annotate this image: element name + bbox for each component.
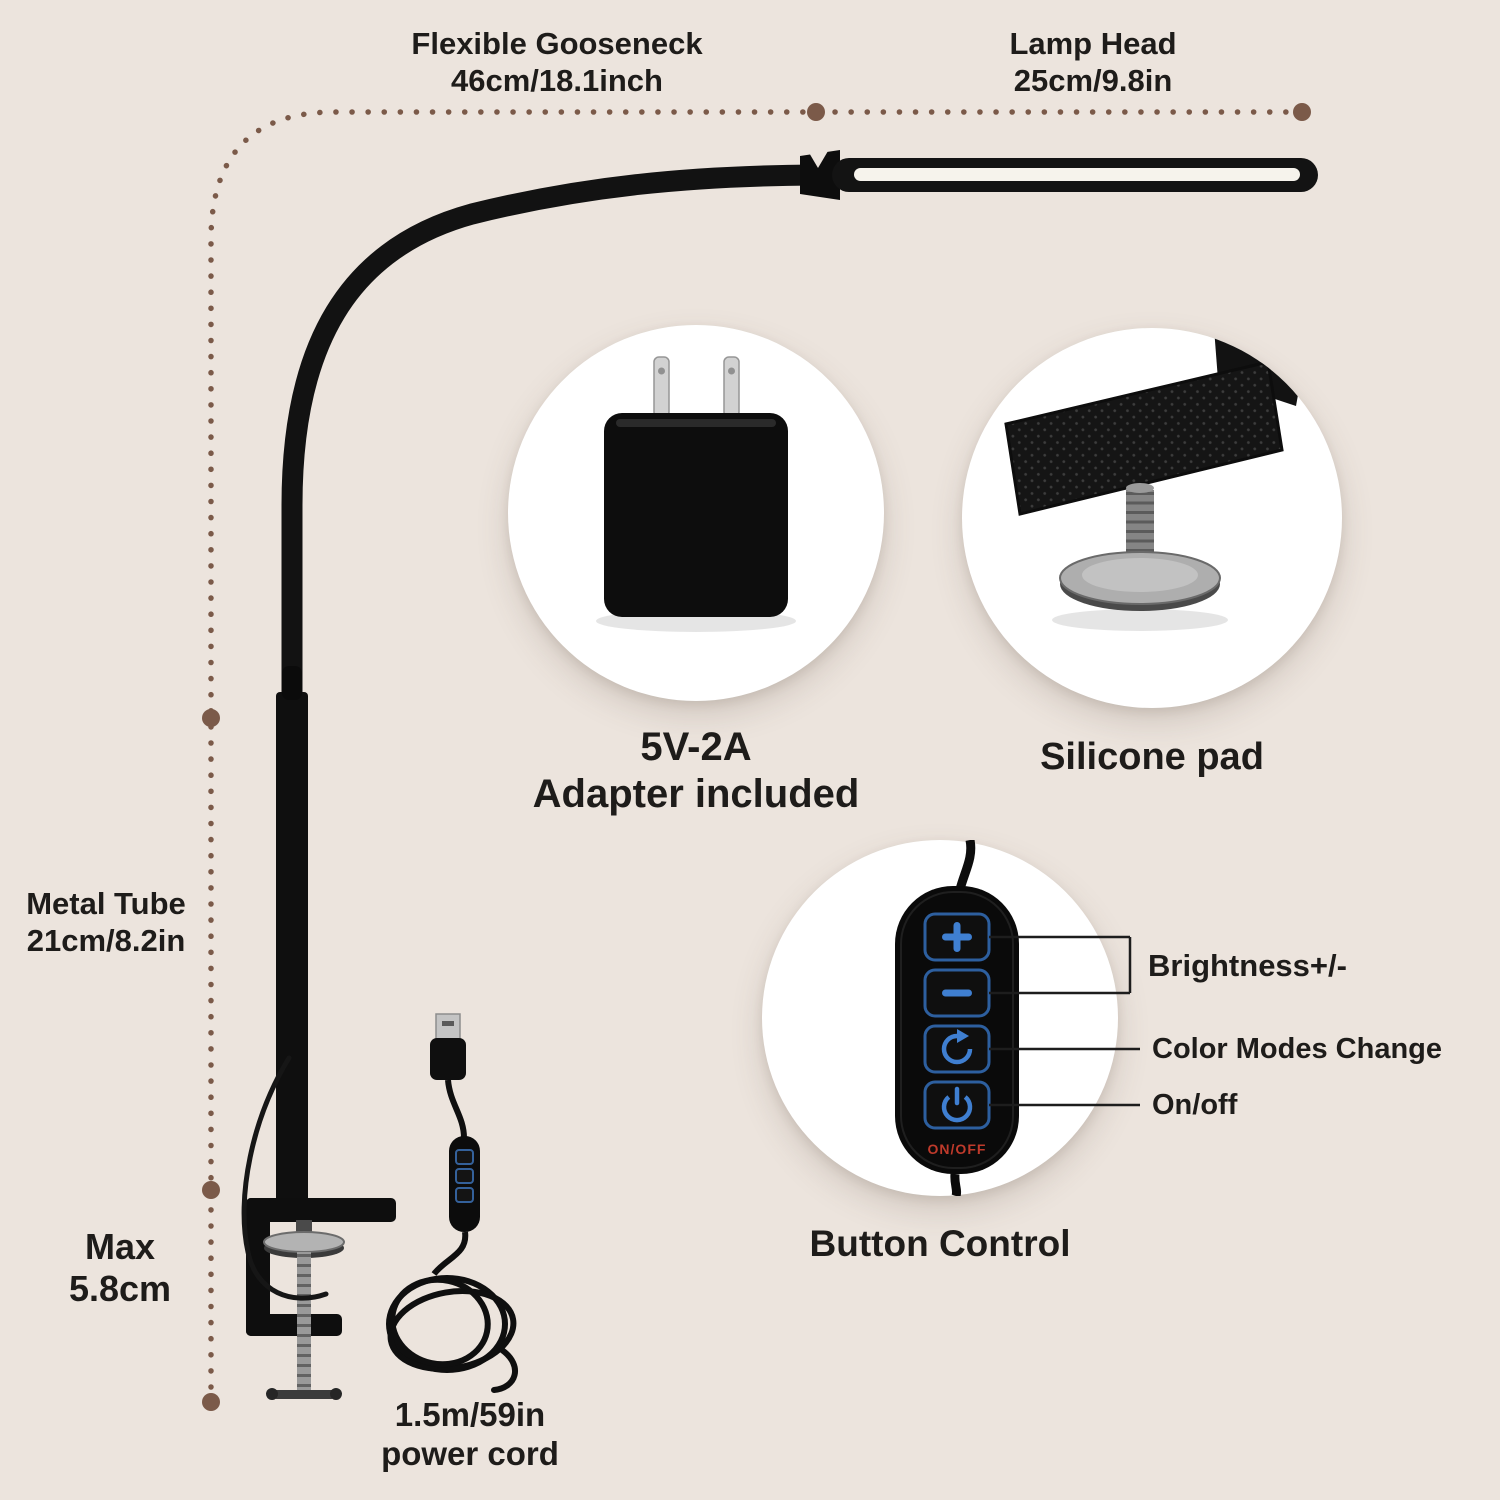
clamp-max-value: 5.8cm	[68, 1268, 172, 1310]
lamp-head-value: 25cm/9.8in	[1013, 62, 1173, 98]
plug-prong-left	[653, 356, 670, 418]
power-cord-label: 1.5m/59in power cord	[320, 1396, 620, 1474]
tube-joint	[282, 666, 302, 700]
silicone-pad-detail-circle	[962, 328, 1342, 708]
head-joint-notch	[808, 151, 828, 168]
color-modes-callout-label: Color Modes Change	[1152, 1033, 1443, 1065]
button-control-label: Button Control	[809, 1223, 1071, 1264]
adapter-detail-circle	[508, 325, 884, 701]
adapter-label: 5V-2A Adapter included	[508, 724, 884, 818]
remote-control-icon: ON/OFF	[895, 840, 1019, 1196]
on-off-callout-label: On/off	[1152, 1089, 1238, 1121]
gooseneck-title: Flexible Gooseneck	[411, 26, 703, 61]
plug-prong-right	[723, 356, 740, 418]
lamp-cable	[241, 1055, 329, 1301]
silicone-pad-icon	[1004, 328, 1310, 631]
usb-plug-body	[430, 1038, 466, 1080]
gooseneck-dimension-label: Flexible Gooseneck 46cm/18.1inch	[357, 26, 757, 99]
adapter-subtitle: Adapter included	[532, 772, 860, 817]
power-cord-illustration	[386, 1013, 518, 1393]
silicone-pad-surface	[1004, 360, 1284, 516]
clamp-max-dimension-label: Max 5.8cm	[30, 1226, 210, 1311]
adapter-icon	[596, 356, 796, 632]
button-control-detail-circle: ON/OFF	[762, 840, 1118, 1196]
gooseneck-arm	[281, 164, 825, 716]
metal-tube-title: Metal Tube	[26, 886, 186, 921]
clamp-max-title: Max	[84, 1226, 156, 1267]
metal-tube-value: 21cm/8.2in	[26, 922, 186, 958]
silicone-pad-label: Silicone pad	[1040, 736, 1264, 778]
usb-plug-metal	[435, 1013, 461, 1041]
lamp-illustration	[276, 150, 1318, 1216]
power-cord-title: 1.5m/59in	[394, 1396, 546, 1433]
head-joint	[800, 150, 840, 200]
lamp-head-dimension-label: Lamp Head 25cm/9.8in	[893, 26, 1293, 99]
dimension-anchor-dots	[202, 103, 1311, 1411]
metal-tube	[276, 692, 308, 1216]
adapter-body	[604, 413, 788, 617]
power-cord-subtitle: power cord	[381, 1434, 559, 1472]
led-strip	[854, 168, 1300, 181]
gooseneck-value: 46cm/18.1inch	[451, 62, 663, 98]
clamp-illustration	[241, 1055, 396, 1400]
remote-onoff-text: ON/OFF	[928, 1141, 987, 1157]
lamp-head-title: Lamp Head	[1009, 26, 1177, 61]
metal-tube-dimension-label: Metal Tube 21cm/8.2in	[0, 886, 212, 959]
brightness-callout-label: Brightness+/-	[1148, 948, 1347, 983]
cycle-icon	[957, 1029, 969, 1043]
power-icon	[941, 1095, 973, 1123]
adapter-title: 5V-2A	[640, 725, 752, 769]
